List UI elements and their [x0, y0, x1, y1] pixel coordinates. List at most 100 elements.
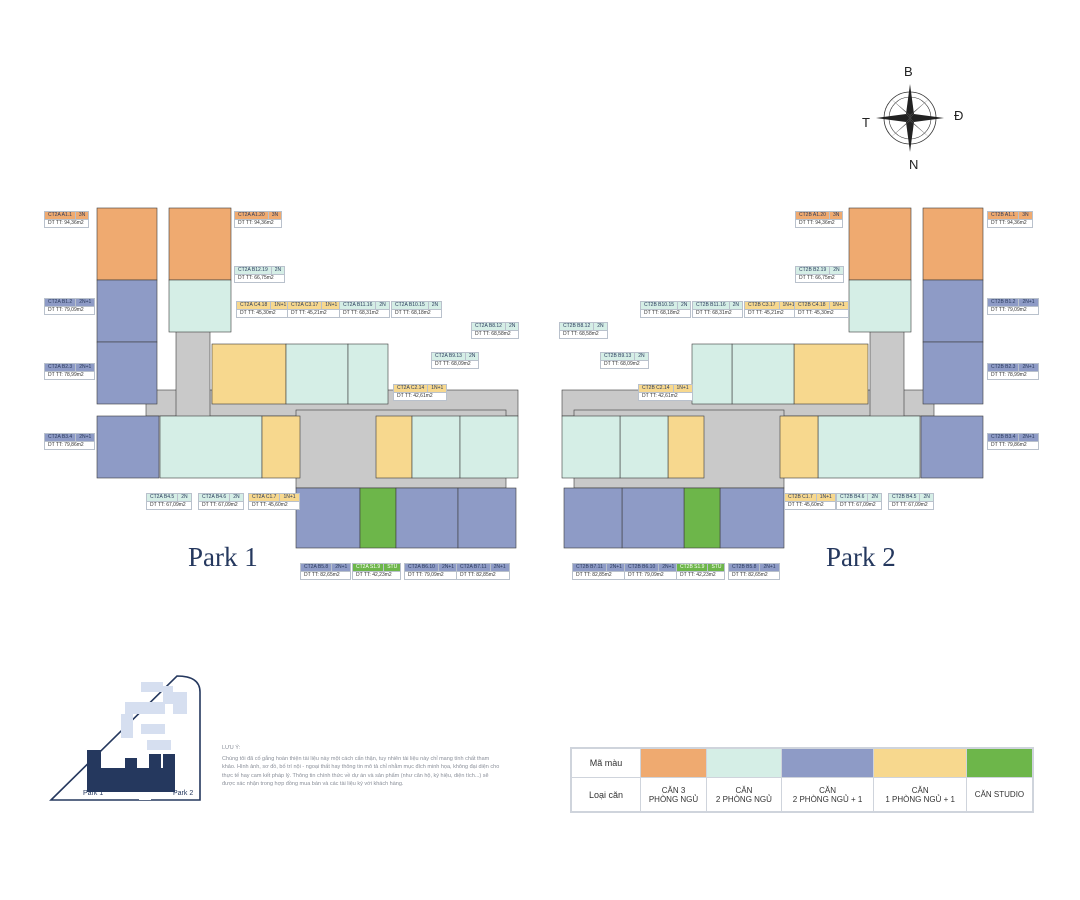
unit-type: 2N — [867, 494, 880, 501]
unit-type: 1N+1 — [828, 302, 848, 309]
unit-code: CT2B B9.13 — [604, 353, 632, 359]
unit-type: 2N+1 — [1018, 364, 1037, 371]
park-2-block — [719, 487, 785, 549]
unit-area: DT TT: 45,60m2 — [252, 502, 288, 508]
unit-area: DT TT: 82,65m2 — [304, 572, 340, 578]
unit-type: 2N+1 — [331, 564, 350, 571]
unit-area: DT TT: 67,09m2 — [202, 502, 238, 508]
unit-type: 2N — [677, 302, 690, 309]
park-2-block — [922, 207, 984, 281]
unit-type: 2N+1 — [75, 434, 94, 441]
unit-type: 1N+1 — [279, 494, 298, 501]
unit-area: DT TT: 82,85m2 — [460, 572, 496, 578]
unit-code: CT2A B7.11 — [460, 564, 487, 570]
park-1-block — [285, 343, 349, 405]
unit-type: 2N+1 — [75, 299, 94, 306]
legend-swatch-2n1 — [780, 748, 875, 778]
park-1-block — [168, 207, 232, 281]
unit-area: DT TT: 45,21m2 — [291, 310, 327, 316]
unit-area: DT TT: 79,09m2 — [408, 572, 444, 578]
unit-area: DT TT: 42,23m2 — [356, 572, 392, 578]
unit-code: CT2A B4.5 — [150, 494, 175, 500]
compass-west-label: T — [862, 115, 870, 130]
legend-swatch-2n — [706, 748, 782, 778]
compass-north-label: B — [904, 64, 913, 79]
unit-type: 2N — [728, 302, 742, 309]
unit-code: CT2B A1.20 — [799, 212, 826, 218]
unit-area: DT TT: 79,09m2 — [991, 307, 1027, 313]
unit-type: 2N+1 — [759, 564, 778, 571]
unit-type: 2N — [177, 494, 190, 501]
unit-area: DT TT: 45,30m2 — [798, 310, 834, 316]
unit-type: 1N+1 — [778, 302, 798, 309]
unit-code: CT2A B8.12 — [475, 323, 502, 329]
unit-area: DT TT: 68,31m2 — [343, 310, 379, 316]
unit-area: DT TT: 42,61m2 — [397, 393, 433, 399]
unit-type: 2N — [593, 323, 606, 330]
park-2-block — [779, 415, 819, 479]
key-map-park-1-label: Park 1 — [83, 790, 104, 797]
park-1-block — [295, 487, 361, 549]
unit-type: 3N — [74, 212, 88, 219]
unit-type: 2N+1 — [437, 564, 457, 571]
unit-area: DT TT: 78,99m2 — [991, 372, 1027, 378]
compass-icon — [876, 84, 944, 152]
unit-area: DT TT: 67,09m2 — [892, 502, 928, 508]
park-1-block — [359, 487, 397, 549]
unit-type: 2N — [634, 353, 647, 360]
unit-code: CT2B C2.14 — [642, 385, 670, 391]
park-1-block — [168, 279, 232, 333]
park-2-block — [619, 415, 669, 479]
unit-type: 1N+1 — [815, 494, 835, 501]
park-1-block — [159, 415, 263, 479]
unit-code: CT2A B3.4 — [48, 434, 73, 440]
legend-swatch-1n1 — [873, 748, 967, 778]
unit-area: DT TT: 66,75m2 — [799, 275, 835, 281]
unit-code: CT2B S1.9 — [680, 564, 705, 570]
unit-code: CT2B B4.5 — [892, 494, 917, 500]
unit-code: CT2B A1.1 — [991, 212, 1016, 218]
unit-area: DT TT: 79,09m2 — [628, 572, 664, 578]
unit-area: DT TT: 78,99m2 — [48, 372, 84, 378]
unit-area: DT TT: 67,09m2 — [840, 502, 876, 508]
unit-area: DT TT: 68,58m2 — [563, 331, 599, 337]
park-2-block — [848, 207, 912, 281]
unit-area: DT TT: 82,85m2 — [576, 572, 612, 578]
park-1-block — [211, 343, 287, 405]
unit-code: CT2B B10.15 — [644, 302, 675, 308]
unit-code: CT2B C1.7 — [788, 494, 813, 500]
